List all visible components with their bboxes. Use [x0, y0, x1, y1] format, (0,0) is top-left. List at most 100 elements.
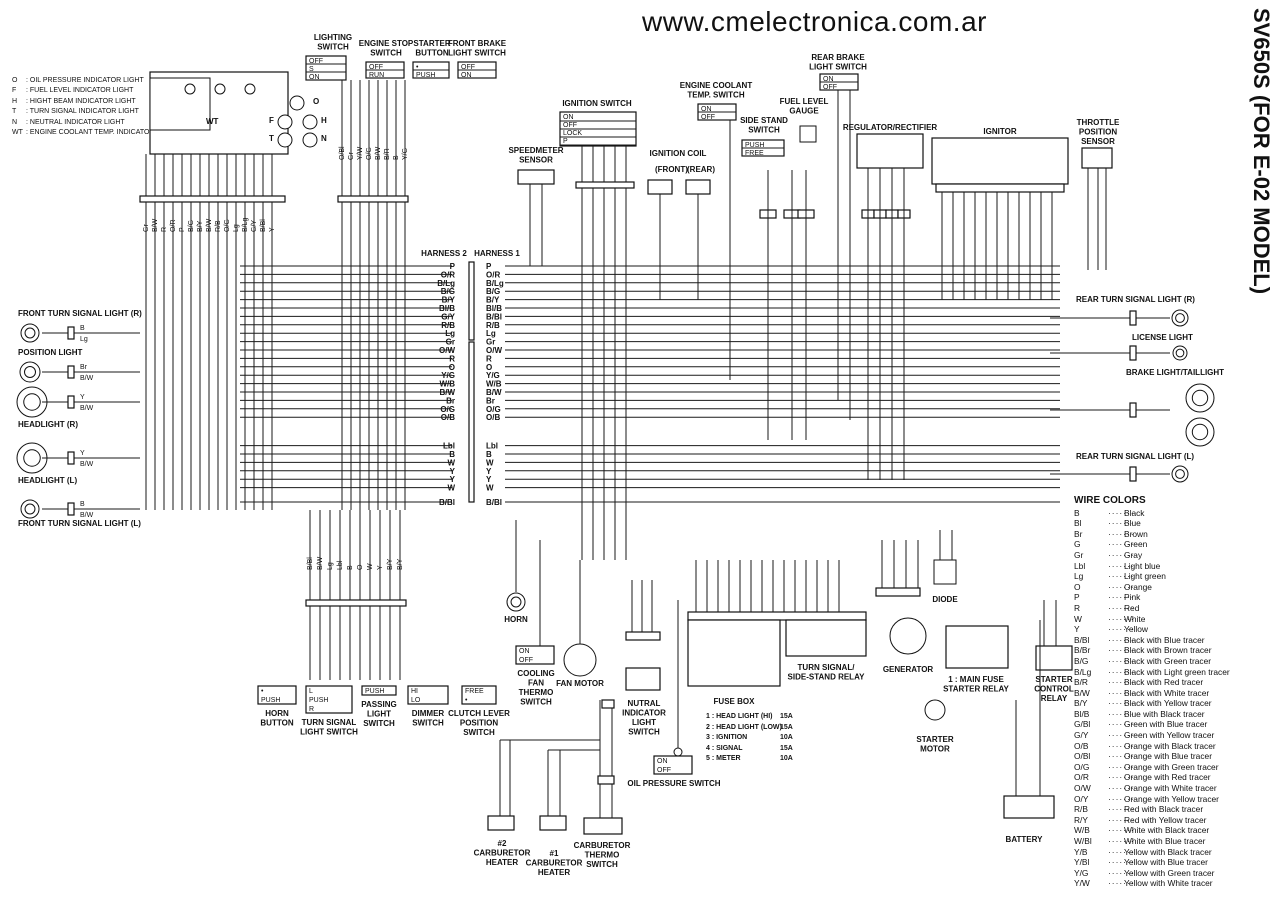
regulator-label: REGULATOR/RECTIFIER	[843, 123, 938, 132]
lighting-switch-row: S	[309, 66, 314, 73]
fan-motor	[563, 643, 597, 677]
switch-wire-label: B/W	[375, 146, 382, 160]
website-url: www.cmelectronica.com.ar	[642, 6, 987, 37]
passing-light-switch-label: SWITCH	[363, 719, 395, 728]
ignition-coil-front-box	[647, 179, 673, 195]
ignition-coil-rear: (REAR)	[687, 165, 715, 174]
lower-wire-label: B	[347, 565, 354, 570]
lamp-wire-label: B	[80, 325, 85, 332]
indicator-lamp-h	[302, 114, 318, 130]
lower-wire-label: Lbl	[337, 560, 344, 570]
side-stand-switch-row: PUSH	[745, 142, 764, 149]
harness-row-label-right: W/B	[486, 380, 502, 389]
lamp-connector	[67, 502, 75, 516]
carburetor-heater-2	[487, 815, 515, 831]
turn-signal-switch-row: PUSH	[309, 697, 328, 704]
harness-row-label-right: Y	[486, 467, 492, 476]
wire-color-entry: O/R·······Orange with Red tracer	[1074, 772, 1211, 783]
coolant-switch-row: OFF	[701, 114, 715, 121]
lighting-switch-row: OFF	[309, 58, 323, 65]
lamp-f-label: F	[269, 116, 274, 125]
passing-light-switch	[361, 685, 397, 696]
turn-signal-switch	[305, 685, 353, 714]
wire-color-entry: Y/G·······Yellow with Green tracer	[1074, 867, 1215, 878]
neutral-switch-box	[625, 667, 661, 691]
brake-tail-light-lower-inner	[1191, 423, 1209, 441]
harness-row-label-left: P	[450, 262, 456, 271]
meter-connector	[139, 195, 286, 203]
switch-wire-label: B	[393, 155, 400, 160]
cooling-fan-thermo-switch-label: THERMO	[519, 688, 554, 697]
clutch-lever-switch-label: POSITION	[460, 719, 498, 728]
starter-button-row: •	[416, 64, 419, 71]
license-light-inner	[1175, 348, 1185, 358]
starter-control-label: CONTROL	[1034, 685, 1074, 694]
harness-row-label-right: Y/G	[486, 371, 500, 380]
carb1-label: #1	[550, 849, 559, 858]
indicator-legend-item: O: OIL PRESSURE INDICATOR LIGHT	[12, 77, 144, 84]
wire-color-entry: Gr·······Gray	[1074, 549, 1143, 560]
meter-wire-label: Lg	[233, 224, 240, 232]
wire-color-entry: B/R·······Black with Red tracer	[1074, 677, 1204, 688]
lamp-wire-label: B/W	[80, 375, 94, 382]
rear-brake-label: REAR BRAKE	[811, 53, 865, 62]
generator-connector	[875, 587, 921, 597]
carb2-label: CARBURETOR	[474, 849, 531, 858]
lamp-connector	[67, 451, 75, 465]
carb1-label: CARBURETOR	[526, 859, 583, 868]
turn-relay-label: SIDE-STAND RELAY	[788, 673, 866, 682]
harness-row-label-left: Y	[450, 475, 456, 484]
ignition-connector	[575, 181, 635, 189]
speedometer-label: SENSOR	[519, 156, 553, 165]
rear-turn-r-label: REAR TURN SIGNAL LIGHT (R)	[1076, 295, 1195, 304]
ignitor-box	[931, 137, 1069, 185]
meter-wire-label: G/Y	[251, 220, 258, 232]
neutral-switch-label: NUTRAL	[628, 699, 661, 708]
wire-color-entry: Bl/B·······Blue with Black tracer	[1074, 708, 1205, 719]
harness-row-label-right: O/R	[486, 270, 500, 279]
indicator-legend-item: T: TURN SIGNAL INDICATOR LIGHT	[12, 108, 139, 116]
brake-light-label: BRAKE LIGHT/TAILLIGHT	[1126, 368, 1224, 377]
headlight-r-inner	[23, 393, 41, 411]
cooling-fan-thermo-switch-row: OFF	[519, 657, 533, 664]
wire-color-entry: B/Bl·······Black with Blue tracer	[1074, 634, 1205, 645]
coolant-switch-row: ON	[701, 106, 712, 113]
starter-button-label: BUTTON	[415, 49, 448, 58]
wire-color-entry: B/G·······Black with Green tracer	[1074, 655, 1212, 666]
lamp-connector	[67, 365, 75, 379]
tps-label: THROTTLE	[1077, 118, 1120, 127]
lighting-switch-label: SWITCH	[317, 43, 349, 52]
lower-wire-label: B/Y	[397, 558, 404, 570]
ignition-pos: P	[563, 138, 568, 145]
wire-color-entry: O·······Orange	[1074, 581, 1152, 592]
turn-signal-switch-label: LIGHT SWITCH	[300, 728, 358, 737]
starter-control-relay	[1035, 645, 1073, 671]
passing-light-switch-row: PUSH	[365, 688, 384, 695]
wire-color-entry: G/Bl·······Green with Blue tracer	[1074, 719, 1208, 730]
cooling-fan-thermo-switch	[515, 645, 555, 665]
wire-color-entry: Lg·······Light green	[1074, 571, 1166, 582]
starter-button-label: STARTER	[413, 39, 450, 48]
rear-turn-signal-l-inner	[1175, 469, 1185, 479]
turn-signal-switch-row: R	[309, 706, 314, 713]
wire-color-entry: Y/B·······Yellow with Black tracer	[1074, 846, 1212, 857]
lamp-wire-label: B/W	[80, 512, 94, 519]
oil-pressure-switch-box-label: OIL PRESSURE SWITCH	[627, 779, 720, 788]
coolant-switch-label: ENGINE COOLANT	[680, 81, 753, 90]
lamp-t-label: T	[269, 134, 274, 143]
turn-signal-switch-label: TURN SIGNAL	[302, 718, 357, 727]
wt-label: WT	[206, 117, 219, 126]
horn-button-row: •	[261, 688, 264, 695]
passing-light-switch-label: PASSING	[361, 700, 396, 709]
headlight-l-inner	[23, 449, 41, 467]
front-brake-label: FRONT BRAKE	[448, 39, 507, 48]
lamp-h-label: H	[321, 116, 327, 125]
meter-wire-label: B/Lg	[242, 217, 249, 232]
wire-color-entry: Bl·······Blue	[1074, 518, 1141, 529]
wire-color-entry: O/Bl·······Orange with Blue tracer	[1074, 751, 1212, 762]
wire-color-entry: B·······Black	[1074, 507, 1145, 518]
meter-wire-label: B/Y	[197, 220, 204, 232]
rear-lamp-connector	[1129, 466, 1137, 482]
rear-brake-switch-row: OFF	[823, 84, 837, 91]
